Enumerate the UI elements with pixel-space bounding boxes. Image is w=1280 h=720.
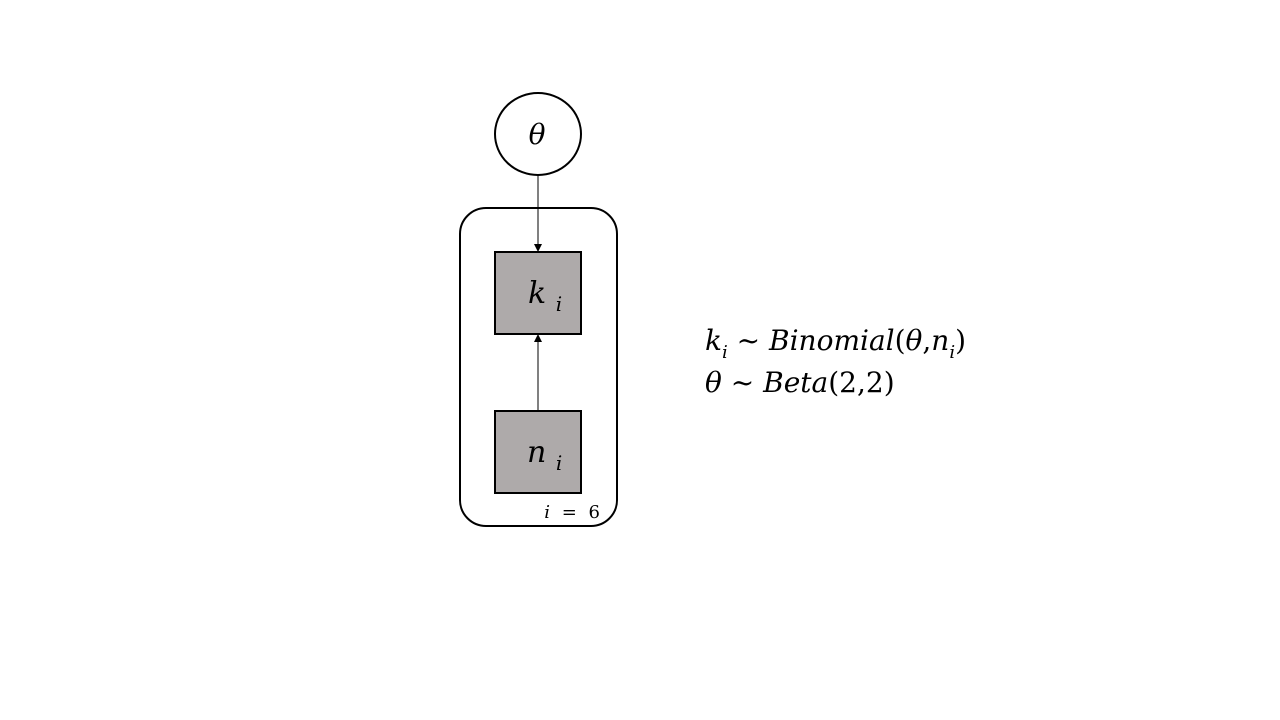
eq2-args: 2,2 — [839, 366, 884, 399]
k-node-label: k i — [528, 276, 562, 316]
eq1-arg1: θ — [905, 324, 923, 357]
eq1-lhs-subscript: i — [721, 342, 728, 363]
eq1-lhs: k — [705, 324, 722, 357]
eq1-function: Binomial — [769, 324, 895, 357]
eq2-function: Beta — [763, 366, 829, 399]
k-node-symbol: k — [528, 276, 546, 311]
equation-k: ki ~ Binomial(θ,ni) — [705, 322, 966, 364]
plate-label-value: 6 — [589, 502, 600, 523]
equation-theta: θ ~ Beta(2,2) — [705, 364, 966, 402]
plate-label-var: i — [544, 502, 550, 523]
eq1-comma: , — [922, 324, 932, 357]
eq2-lhs: θ — [705, 366, 722, 399]
n-node — [494, 410, 582, 494]
eq1-open-paren: ( — [894, 324, 906, 357]
k-node-subscript: i — [556, 292, 562, 316]
n-node-subscript: i — [556, 451, 562, 475]
eq1-arg2: n — [931, 324, 950, 357]
n-node-label: n i — [527, 435, 562, 475]
eq2-close-paren: ) — [883, 366, 895, 399]
eq2-open-paren: ( — [828, 366, 840, 399]
model-equations: ki ~ Binomial(θ,ni) θ ~ Beta(2,2) — [705, 322, 966, 402]
theta-node-label: θ — [529, 118, 546, 151]
eq1-close-paren: ) — [955, 324, 967, 357]
k-node — [494, 251, 582, 335]
plate-label: i = 6 — [544, 502, 600, 523]
n-node-symbol: n — [527, 435, 546, 470]
eq1-arg2-subscript: i — [949, 342, 956, 363]
theta-node — [494, 92, 582, 176]
eq2-relation: ~ — [730, 366, 755, 399]
plate-label-eq: = — [562, 502, 577, 523]
eq1-relation: ~ — [736, 324, 761, 357]
